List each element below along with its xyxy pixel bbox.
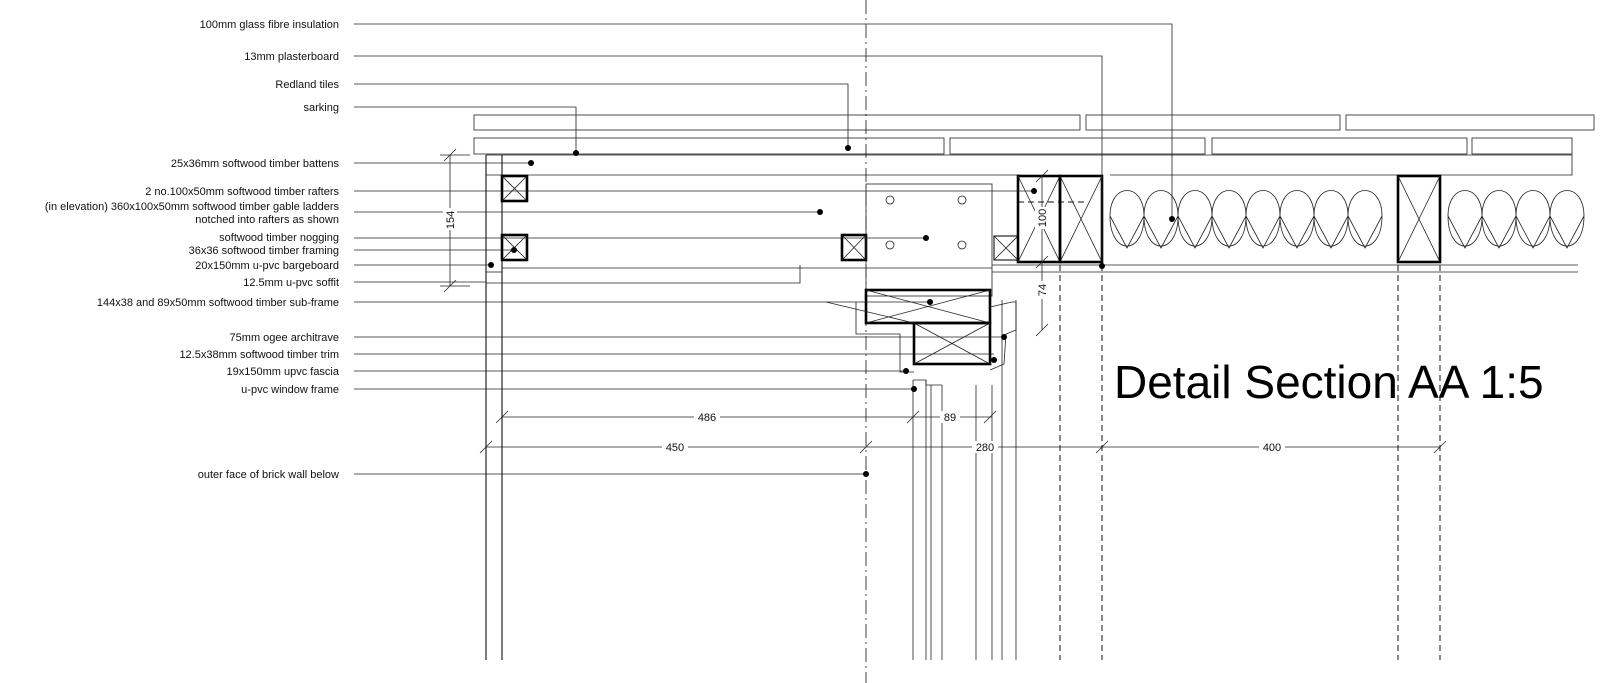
leader-dots: [488, 145, 1175, 477]
leader-lines: [354, 23, 1173, 475]
label-window-frame: u-pvc window frame: [241, 384, 339, 396]
label-glass-fibre-insulation: 100mm glass fibre insulation: [200, 19, 339, 31]
label-fascia: 19x150mm upvc fascia: [227, 366, 340, 378]
timber-sections: [486, 174, 1442, 373]
label-timber-trim: 12.5x38mm softwood timber trim: [179, 349, 339, 361]
label-redland-tiles: Redland tiles: [275, 79, 339, 91]
vertical-members: [485, 155, 1017, 660]
label-plasterboard: 13mm plasterboard: [244, 51, 339, 63]
dim-100: 100: [1037, 209, 1049, 227]
dim-89: 89: [944, 412, 956, 424]
dim-74: 74: [1037, 284, 1049, 296]
label-gable-ladders: (in elevation) 360x100x50mm softwood tim…: [45, 201, 340, 213]
label-nogging: softwood timber nogging: [219, 232, 339, 244]
dim-400: 400: [1263, 442, 1281, 454]
roof-tiles: [473, 114, 1595, 155]
dashed-hidden-lines: [1018, 201, 1441, 660]
annotation-labels: 100mm glass fibre insulation 13mm plaste…: [45, 19, 340, 481]
insulation-wave: [1109, 190, 1383, 249]
insulation-right: [1447, 190, 1585, 249]
dim-450: 450: [666, 442, 684, 454]
label-soffit: 12.5mm u-pvc soffit: [243, 277, 339, 289]
insulation-left: [1109, 190, 1383, 249]
dim-154: 154: [445, 211, 457, 229]
dim-280: 280: [976, 442, 994, 454]
dimension-values: 154 100 74 486 89 450 280 400: [443, 207, 1285, 454]
dim-486: 486: [698, 412, 716, 424]
drawing-title: Detail Section AA 1:5: [1114, 356, 1544, 408]
label-bargeboard: 20x150mm u-pvc bargeboard: [195, 260, 339, 272]
label-brick-wall: outer face of brick wall below: [198, 469, 339, 481]
label-sub-frame: 144x38 and 89x50mm softwood timber sub-f…: [97, 297, 339, 309]
label-sarking: sarking: [304, 102, 339, 114]
sarking: [485, 154, 1573, 176]
label-framing: 36x36 softwood timber framing: [189, 245, 339, 257]
label-battens: 25x36mm softwood timber battens: [171, 158, 340, 170]
label-gable-ladders-note: notched into rafters as shown: [195, 214, 339, 226]
label-rafters: 2 no.100x50mm softwood timber rafters: [145, 186, 339, 198]
label-architrave: 75mm ogee architrave: [230, 332, 339, 344]
plasterboard: [992, 264, 1578, 273]
insulation-wave: [1447, 190, 1585, 249]
